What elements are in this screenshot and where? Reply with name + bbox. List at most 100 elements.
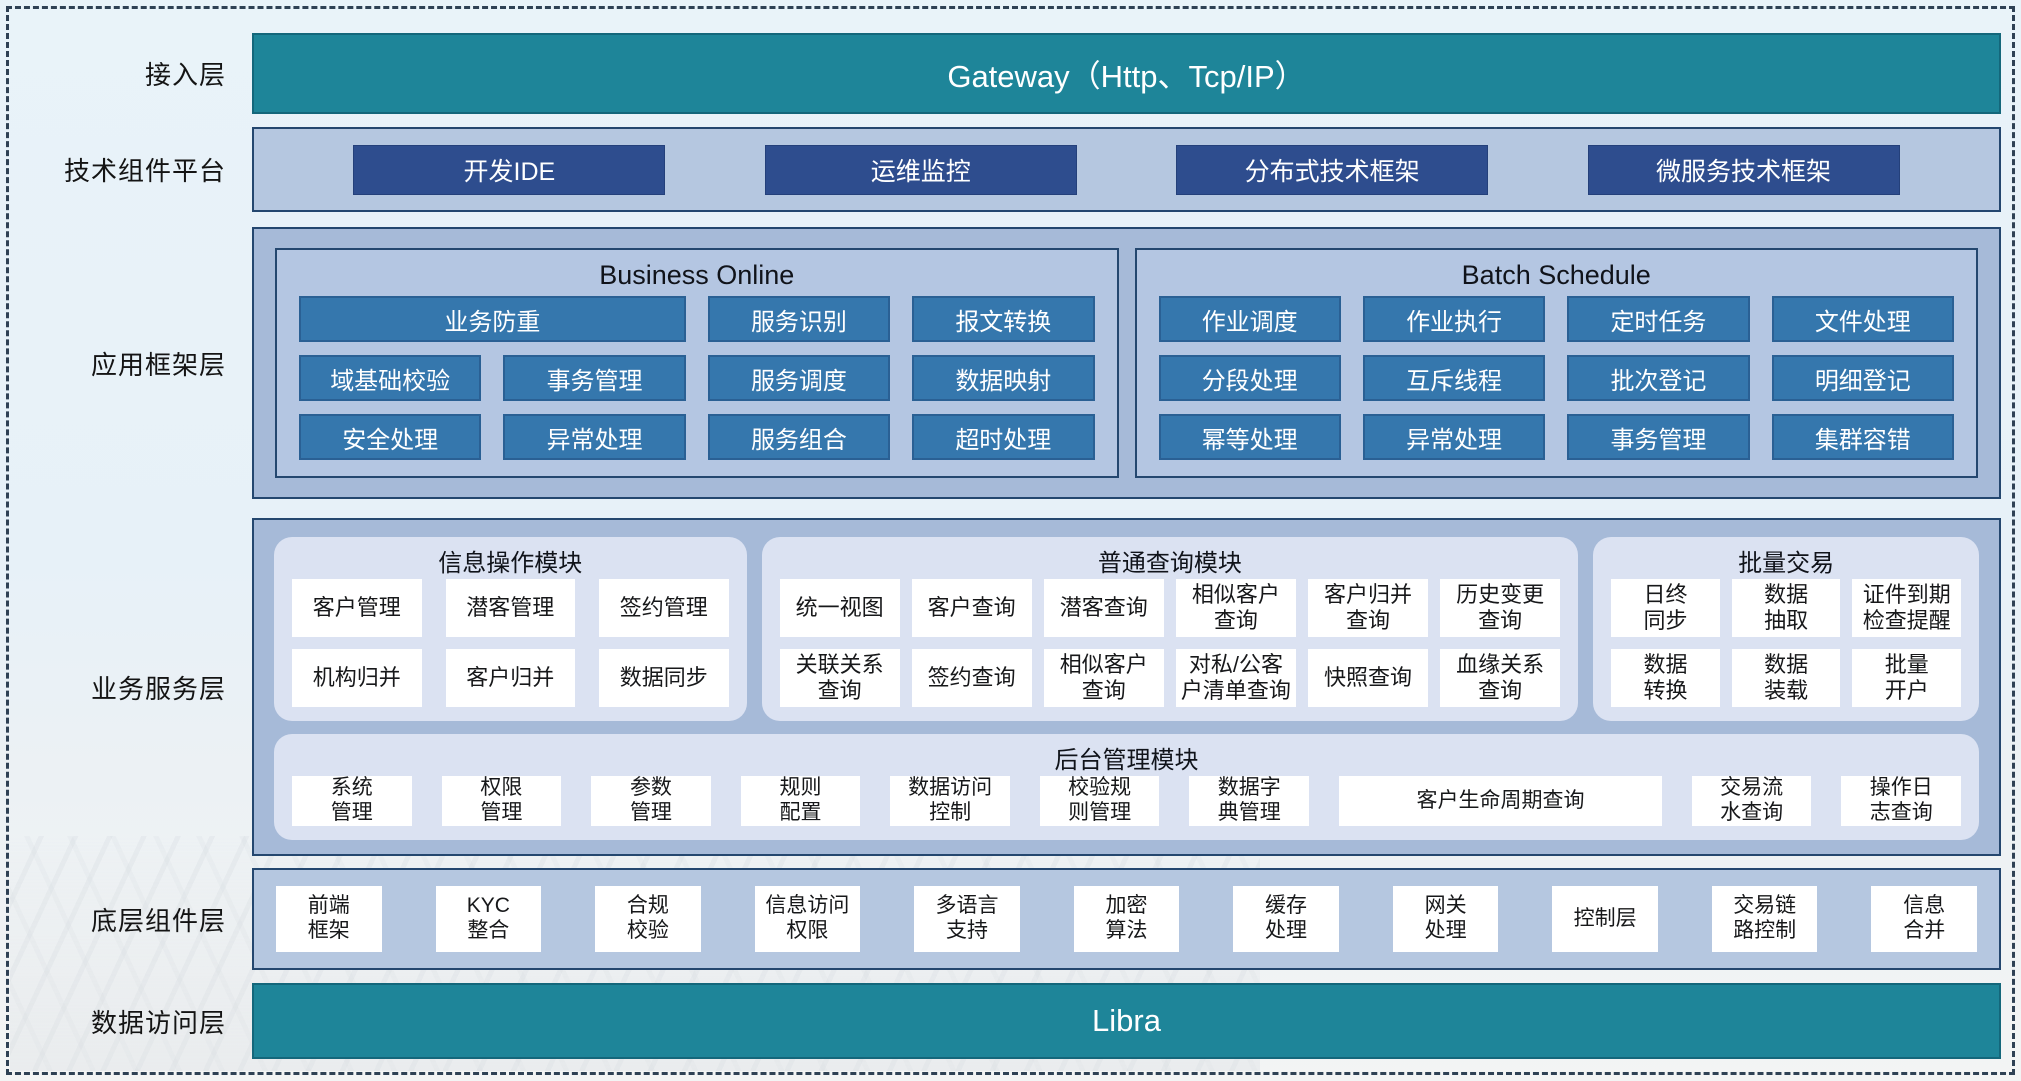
module-item: 客户管理 — [292, 579, 422, 637]
bs-item: 幂等处理 — [1158, 414, 1341, 460]
bs-item: 事务管理 — [1567, 414, 1750, 460]
module-item: 证件到期 检查提醒 — [1852, 579, 1961, 637]
layer-label-base-components: 底层组件层 — [90, 905, 226, 936]
layer-access: 接入层 Gateway（Http、Tcp/IP） — [14, 33, 2001, 114]
batch-schedule-group: Batch Schedule 作业调度 作业执行 定时任务 文件处理 分段处理 … — [1134, 248, 1978, 478]
tech-item-microservice-framework: 微服务技术框架 — [1587, 144, 1900, 195]
bo-item: 异常处理 — [503, 414, 686, 460]
admin-item: 系统 管理 — [292, 776, 412, 826]
bs-item: 批次登记 — [1567, 355, 1750, 401]
bs-item: 集群容错 — [1771, 414, 1954, 460]
layer-base-components: 底层组件层 前端 框架 KYC 整合 合规 校验 信息访问 权限 多语言 支持 … — [14, 868, 2001, 970]
bs-item: 明细登记 — [1771, 355, 1954, 401]
module-item: 客户归并 查询 — [1307, 579, 1429, 637]
bs-item: 互斥线程 — [1362, 355, 1546, 401]
admin-item: 客户生命周期查询 — [1339, 776, 1662, 826]
bo-item: 服务组合 — [707, 414, 891, 460]
module-item: 数据同步 — [599, 649, 729, 707]
gateway-bar: Gateway（Http、Tcp/IP） — [252, 33, 2001, 114]
batch-trade-title: 批量交易 — [1738, 549, 1835, 577]
bs-item: 作业调度 — [1158, 296, 1341, 342]
bo-item: 事务管理 — [503, 355, 686, 401]
bs-item: 文件处理 — [1771, 296, 1954, 342]
bs-item: 定时任务 — [1567, 296, 1750, 342]
batch-schedule-grid: 作业调度 作业执行 定时任务 文件处理 分段处理 互斥线程 批次登记 明细登记 … — [1158, 296, 1954, 460]
component-item: 前端 框架 — [276, 886, 382, 952]
component-item: 信息访问 权限 — [754, 886, 861, 952]
admin-item: 交易流 水查询 — [1691, 776, 1812, 826]
module-item: 数据 抽取 — [1731, 579, 1841, 637]
batch-trade-module: 批量交易 日终 同步 数据 抽取 证件到期 检查提醒 数据 转换 数据 装载 批… — [1593, 537, 1979, 721]
module-item: 关联关系 查询 — [779, 649, 900, 707]
bo-item: 域基础校验 — [299, 355, 482, 401]
module-item: 统一视图 — [779, 579, 900, 637]
admin-item: 参数 管理 — [591, 776, 711, 826]
common-query-module: 普通查询模块 统一视图 客户查询 潜客查询 相似客户 查询 客户归并 查询 历史… — [761, 537, 1579, 721]
module-item: 日终 同步 — [1611, 579, 1720, 637]
bo-item: 数据映射 — [912, 355, 1095, 401]
module-item: 客户查询 — [911, 579, 1032, 637]
common-query-title: 普通查询模块 — [1097, 549, 1242, 577]
module-item: 签约查询 — [911, 649, 1032, 707]
business-service-panel: 信息操作模块 客户管理 潜客管理 签约管理 机构归并 客户归并 数据同步 普通查… — [252, 518, 2001, 856]
bs-item: 作业执行 — [1362, 296, 1546, 342]
admin-item: 数据字 典管理 — [1189, 776, 1310, 826]
component-item: 信息 合并 — [1871, 886, 1978, 952]
base-components-panel: 前端 框架 KYC 整合 合规 校验 信息访问 权限 多语言 支持 加密 算法 … — [252, 868, 2001, 970]
module-item: 对私/公客 户清单查询 — [1175, 649, 1296, 707]
layer-business-service: 业务服务层 信息操作模块 客户管理 潜客管理 签约管理 机构归并 客户归并 数据… — [14, 518, 2001, 856]
layer-label-access: 接入层 — [144, 60, 226, 90]
layer-label-app-framework: 应用框架层 — [90, 349, 226, 380]
component-item: 多语言 支持 — [914, 886, 1020, 952]
layer-app-framework: 应用框架层 Business Online 业务防重 服务识别 报文转换 域基础… — [14, 227, 2001, 499]
module-item: 历史变更 查询 — [1440, 579, 1561, 637]
common-query-grid: 统一视图 客户查询 潜客查询 相似客户 查询 客户归并 查询 历史变更 查询 关… — [779, 579, 1561, 707]
business-online-group: Business Online 业务防重 服务识别 报文转换 域基础校验 事务管… — [275, 248, 1119, 478]
layer-label-data-access: 数据访问层 — [90, 1007, 226, 1038]
layer-label-business-service: 业务服务层 — [90, 673, 226, 704]
info-operation-grid: 客户管理 潜客管理 签约管理 机构归并 客户归并 数据同步 — [292, 579, 729, 707]
module-item: 相似客户 查询 — [1043, 649, 1164, 707]
business-online-title: Business Online — [599, 259, 795, 290]
bo-item: 服务调度 — [707, 355, 891, 401]
module-item: 批量 开户 — [1852, 649, 1961, 707]
bs-item: 分段处理 — [1158, 355, 1341, 401]
libra-text: Libra — [1092, 1003, 1161, 1038]
batch-trade-grid: 日终 同步 数据 抽取 证件到期 检查提醒 数据 转换 数据 装载 批量 开户 — [1611, 579, 1961, 707]
backend-admin-title: 后台管理模块 — [1054, 746, 1199, 774]
bs-item: 异常处理 — [1362, 414, 1546, 460]
component-item: KYC 整合 — [435, 886, 542, 952]
component-item: 缓存 处理 — [1233, 886, 1339, 952]
tech-platform-panel: 开发IDE 运维监控 分布式技术框架 微服务技术框架 — [252, 127, 2001, 212]
bo-item: 服务识别 — [707, 296, 891, 342]
module-item: 相似客户 查询 — [1175, 579, 1296, 637]
bo-item: 安全处理 — [299, 414, 482, 460]
module-item: 潜客查询 — [1043, 579, 1164, 637]
module-item: 机构归并 — [292, 649, 422, 707]
layer-label-tech-platform: 技术组件平台 — [63, 156, 226, 186]
layer-tech-platform: 技术组件平台 开发IDE 运维监控 分布式技术框架 微服务技术框架 — [14, 127, 2001, 212]
component-item: 控制层 — [1552, 886, 1658, 952]
bo-item: 报文转换 — [912, 296, 1095, 342]
tech-item-ops-monitor: 运维监控 — [764, 144, 1077, 195]
module-item: 数据 装载 — [1731, 649, 1841, 707]
admin-item: 数据访问 控制 — [890, 776, 1010, 826]
admin-item: 操作日 志查询 — [1841, 776, 1962, 826]
bo-item: 业务防重 — [299, 296, 686, 342]
business-online-grid: 业务防重 服务识别 报文转换 域基础校验 事务管理 服务调度 数据映射 安全处理… — [299, 296, 1095, 460]
admin-item: 权限 管理 — [441, 776, 562, 826]
gateway-text: Gateway（Http、Tcp/IP） — [947, 59, 1306, 94]
bo-item: 超时处理 — [912, 414, 1095, 460]
module-item: 签约管理 — [599, 579, 729, 637]
info-operation-title: 信息操作模块 — [438, 549, 583, 577]
tech-item-dev-ide: 开发IDE — [353, 144, 666, 195]
module-item: 潜客管理 — [445, 579, 575, 637]
module-item: 快照查询 — [1307, 649, 1429, 707]
backend-admin-row: 系统 管理 权限 管理 参数 管理 规则 配置 数据访问 控制 校验规 则管理 … — [292, 776, 1962, 826]
component-item: 合规 校验 — [595, 886, 701, 952]
module-item: 血缘关系 查询 — [1440, 649, 1561, 707]
admin-item: 校验规 则管理 — [1039, 776, 1160, 826]
admin-item: 规则 配置 — [740, 776, 861, 826]
app-framework-panel: Business Online 业务防重 服务识别 报文转换 域基础校验 事务管… — [252, 227, 2001, 499]
